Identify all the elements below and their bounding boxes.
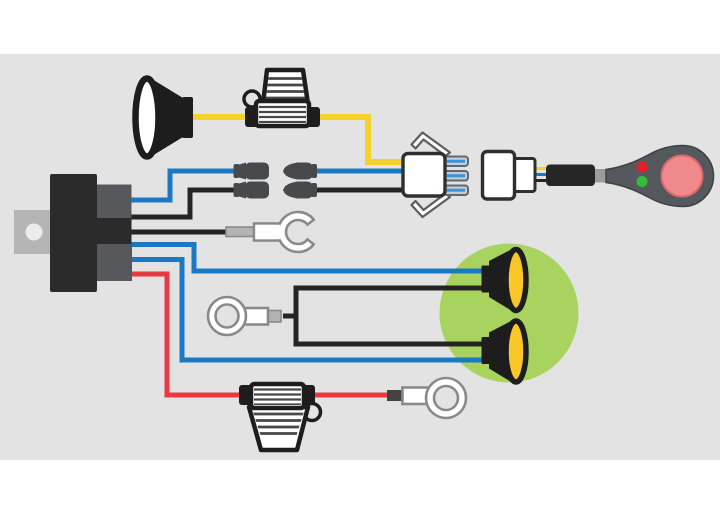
fork-terminal-ring <box>276 210 316 254</box>
relay-body <box>50 174 97 292</box>
switch-led-red <box>636 161 648 173</box>
relay <box>14 174 132 292</box>
fork-terminal-crimp <box>225 226 256 238</box>
wire-blue-relay-to-bullet <box>128 168 237 203</box>
relay-terminal-block-top <box>97 184 132 218</box>
three-pin-connector-female <box>480 149 608 201</box>
green-highlight-circle <box>439 243 579 383</box>
switch <box>605 144 715 208</box>
fuse-holder-bottom-body-ribs <box>254 388 301 405</box>
relay-mounting-hole <box>25 223 43 241</box>
three-pin-connector-male <box>401 131 469 219</box>
switch-led-green <box>636 176 648 187</box>
switch-button <box>660 154 704 198</box>
fork-terminal <box>225 210 316 254</box>
wire-blue-relay-to-lower-lamp <box>128 257 486 363</box>
wire-black-relay-to-bullet <box>128 187 237 220</box>
cable-sleeve <box>546 164 595 186</box>
fuse-holder-bottom-cover-ribs <box>252 412 305 435</box>
relay-terminal-block-bottom <box>97 244 132 281</box>
fuse-holder-top-body-ribs <box>259 105 306 123</box>
marker-lamp-lens <box>132 75 162 160</box>
marker-lamp <box>132 75 193 160</box>
ring-terminal-power-hole <box>432 384 460 412</box>
ring-terminal-power <box>387 376 468 420</box>
cable-sleeve-tip <box>594 169 608 183</box>
connector-female-nose <box>512 157 537 193</box>
connector-male-body <box>401 151 447 198</box>
fuse-holder-top-cover-ribs <box>265 77 306 100</box>
fuse-holder-top <box>242 67 320 129</box>
fuse-holder-bottom <box>239 381 323 453</box>
connector-pin-stripes <box>447 159 465 192</box>
ring-terminal-ground-hole <box>214 303 240 329</box>
connector-pins <box>443 155 469 196</box>
ring-terminal-ground <box>206 295 282 337</box>
wire-blue-relay-to-upper-lamp <box>128 242 486 274</box>
connector-female-body <box>480 149 517 201</box>
relay-center-block <box>97 218 132 244</box>
marker-lamp-bracket <box>182 97 193 138</box>
fork-terminal-body-fill <box>255 224 281 240</box>
ring-terminal-power-crimp <box>387 390 404 401</box>
